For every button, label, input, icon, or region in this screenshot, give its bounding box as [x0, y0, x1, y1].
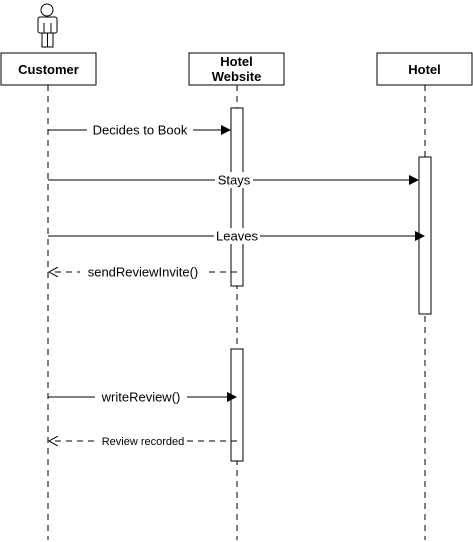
- lifeline-customer: Customer: [0, 52, 97, 540]
- message-label: Review recorded: [102, 436, 185, 448]
- message-label: Decides to Book: [93, 123, 188, 138]
- message-label: Stays: [218, 173, 251, 188]
- message-send-review-invite: sendReviewInvite(): [49, 264, 237, 280]
- lifeline-hotel-label: Hotel: [408, 62, 441, 77]
- lifeline-hotel-website-label-line2: Website: [212, 69, 262, 84]
- lifeline-hotel-website: Hotel Website: [188, 52, 285, 540]
- message-decides-to-book: Decides to Book: [48, 122, 231, 138]
- person-icon: [37, 3, 58, 48]
- lifeline-customer-label: Customer: [18, 62, 79, 77]
- activation-hotel-website-2: [230, 348, 244, 462]
- lifeline-customer-box: [0, 52, 97, 86]
- lifeline-hotel: Hotel: [376, 52, 473, 540]
- lifeline-hotel-website-label-line1: Hotel: [220, 54, 253, 69]
- message-leaves: Leaves: [48, 228, 425, 244]
- message-label: Leaves: [216, 229, 258, 244]
- message-stays: Stays: [48, 172, 419, 188]
- message-review-recorded: Review recorded: [49, 434, 237, 448]
- message-label: sendReviewInvite(): [88, 265, 199, 280]
- message-write-review: writeReview(): [48, 389, 237, 405]
- activation-hotel-website-1: [230, 107, 244, 287]
- lifeline-hotel-box: [376, 52, 473, 86]
- message-label: writeReview(): [101, 390, 181, 405]
- lifeline-hotel-website-box: [188, 52, 285, 86]
